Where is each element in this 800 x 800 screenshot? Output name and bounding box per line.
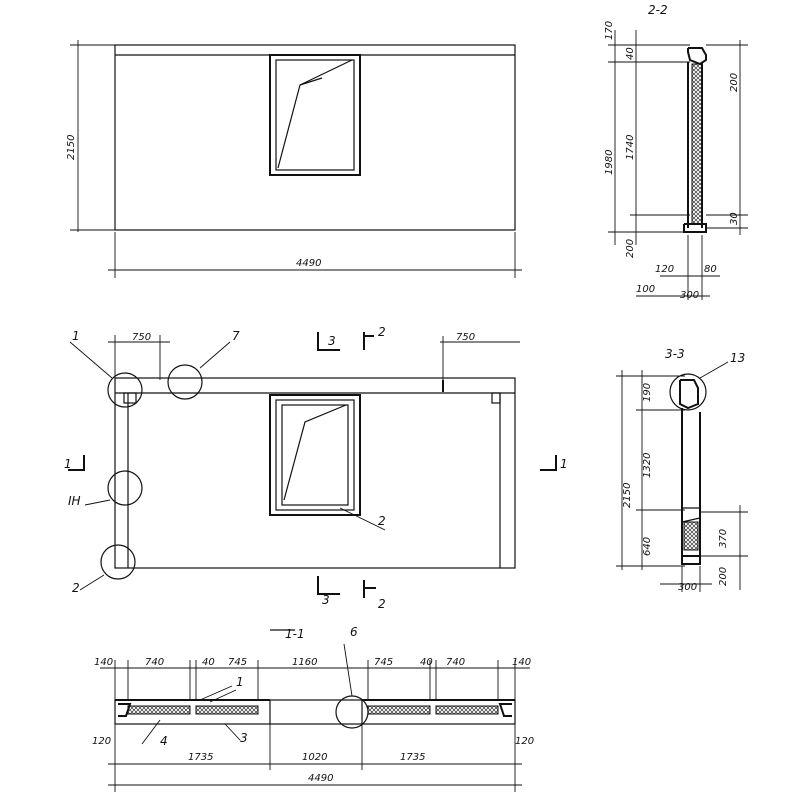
s33-dim-1320: 1320 [642, 453, 653, 478]
callout-label-2b: 2 [378, 514, 386, 528]
panel-plan-view: 750 750 1 7 IH 2 2 3 2 1 [64, 325, 568, 611]
plan-dim-right: 750 [456, 332, 475, 343]
s11-dim-1735-right: 1735 [400, 752, 425, 763]
elevation-width-label: 4490 [296, 258, 321, 269]
s11-dim-740-right: 740 [446, 657, 465, 668]
callout-label-7: 7 [232, 329, 240, 343]
s11-dim-40-right: 40 [420, 657, 433, 668]
s11-dim-140-right: 140 [512, 657, 531, 668]
section-2-2-title: 2-2 [648, 3, 668, 17]
section-3-3-title: 3-3 [665, 347, 685, 361]
callout-circle-13 [669, 373, 707, 411]
lower-insulation [683, 521, 699, 551]
insulation-panel-1 [127, 705, 191, 715]
s22-dim-300: 300 [680, 290, 699, 301]
s11-dim-745-right: 745 [374, 657, 393, 668]
s22-dim-30: 30 [729, 212, 740, 225]
callout-circle-ih [107, 470, 143, 506]
s11-dim-745-left: 745 [228, 657, 247, 668]
elevation-height-label: 2150 [66, 135, 77, 160]
s11-dim-1160: 1160 [292, 657, 317, 668]
window-opening [269, 54, 361, 176]
s22-dim-1980: 1980 [604, 150, 615, 175]
elevation-height-dim: 2150 [66, 40, 118, 232]
callout-label-1: 1 [72, 329, 80, 343]
section-body [114, 699, 516, 725]
s11-dim-120-right: 120 [515, 736, 534, 747]
s11-top-ticks [114, 660, 516, 700]
callout-label-ih: IH [68, 494, 81, 508]
svg-text:2: 2 [378, 325, 386, 339]
s11-dim-40-left: 40 [202, 657, 215, 668]
plan-outline [114, 377, 516, 569]
section-1-1-title: 1-1 [285, 627, 305, 641]
s11-dim-4490: 4490 [308, 773, 333, 784]
callout-label-13: 13 [730, 351, 745, 365]
plan-dim-left: 750 [132, 332, 151, 343]
s22-dim-100: 100 [636, 284, 655, 295]
s11-dim-1020: 1020 [302, 752, 327, 763]
s22-dim-170: 170 [604, 21, 615, 40]
s33-dim-370: 370 [718, 529, 729, 548]
s11-dim-140-left: 140 [94, 657, 113, 668]
section-2-2: 2-2 170 40 1740 1980 200 200 30 120 80 1… [604, 3, 748, 301]
top-profile [679, 379, 699, 410]
callout-circle-6 [335, 695, 369, 729]
callout-label-2a: 2 [72, 581, 80, 595]
elevation-width-dim: 4490 [108, 232, 522, 278]
s22-dim-40: 40 [625, 47, 636, 60]
insulation-panel-3 [367, 705, 431, 715]
s33-dim-300: 300 [678, 582, 697, 593]
callout-circle-7 [167, 364, 203, 400]
section-mark-2-bottom: 2 [363, 580, 386, 611]
bottom-rib [683, 223, 707, 233]
s33-dim-640: 640 [642, 537, 653, 556]
s22-dim-200-left: 200 [625, 239, 636, 258]
callout-label-1: 1 [236, 675, 244, 689]
insulation-panel-2 [195, 705, 259, 715]
s22-dim-200-right: 200 [729, 73, 740, 92]
svg-text:1: 1 [64, 457, 72, 471]
s22-dim-1740: 1740 [625, 135, 636, 160]
s11-dim-120-left: 120 [92, 736, 111, 747]
s33-dim-2150: 2150 [622, 483, 633, 508]
svg-text:3: 3 [322, 593, 330, 607]
s33-dim-190: 190 [642, 383, 653, 402]
section-3-3: 3-3 13 190 1320 2150 640 370 200 300 [616, 347, 748, 593]
callout-circle-2 [100, 544, 136, 580]
section-mark-2-top: 2 [363, 325, 386, 350]
s33-dim-200: 200 [718, 567, 729, 586]
plan-window [269, 394, 361, 516]
callout-label-4: 4 [160, 734, 168, 748]
section-mark-1-right: 1 [540, 455, 568, 471]
s11-dim-740-left: 740 [145, 657, 164, 668]
callout-label-3: 3 [240, 731, 248, 745]
callout-label-6: 6 [350, 625, 358, 639]
panel-elevation: 2150 4490 [66, 40, 522, 278]
svg-text:1: 1 [560, 457, 568, 471]
insulation-panel-4 [435, 705, 499, 715]
insulation-layer [691, 63, 703, 225]
top-rib [687, 47, 707, 66]
callout-circle-1 [107, 372, 143, 408]
section-mark-3-bottom: 3 [317, 576, 340, 607]
s11-dim-1735-left: 1735 [188, 752, 213, 763]
svg-text:2: 2 [378, 597, 386, 611]
panel-outline [114, 44, 516, 231]
section-mark-1-left: 1 [64, 455, 85, 471]
svg-text:3: 3 [328, 334, 336, 348]
s22-dim-120: 120 [655, 264, 674, 275]
s22-dim-80: 80 [704, 264, 717, 275]
section-1-1: 1-1 6 1 4 3 [92, 625, 534, 792]
section-mark-3-top: 3 [317, 332, 340, 351]
